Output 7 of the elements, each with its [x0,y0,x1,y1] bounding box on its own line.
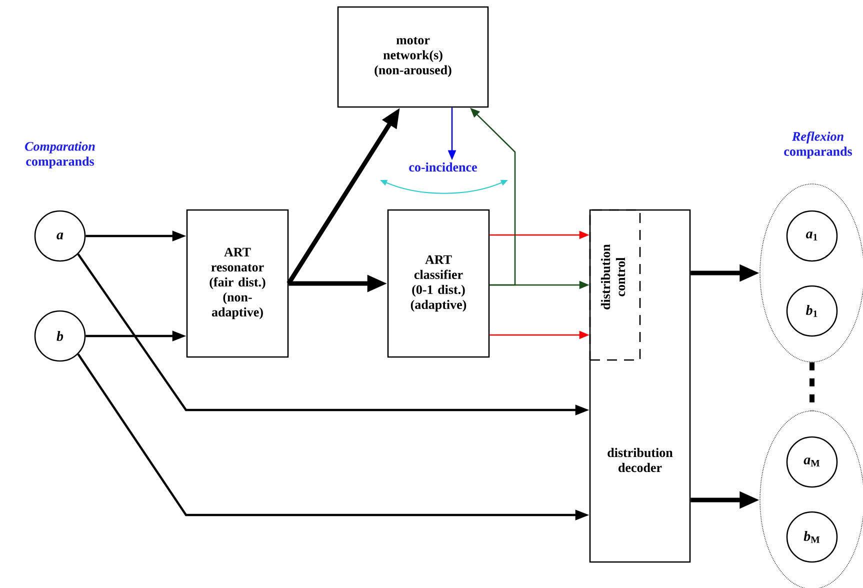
process-box: ART classifier (0-1 dist.) (adaptive) [387,209,490,358]
heading: Comparation comparands [25,142,95,168]
process-box: motor network(s) (non-aroused) [337,6,489,108]
heading: Reflexion comparands [784,132,852,158]
process-box: ART resonator (fair dist.) (non-adaptive) [186,209,289,358]
dashed-box: distribution control [589,209,641,361]
coincidence-label: co-incidence [409,162,477,172]
